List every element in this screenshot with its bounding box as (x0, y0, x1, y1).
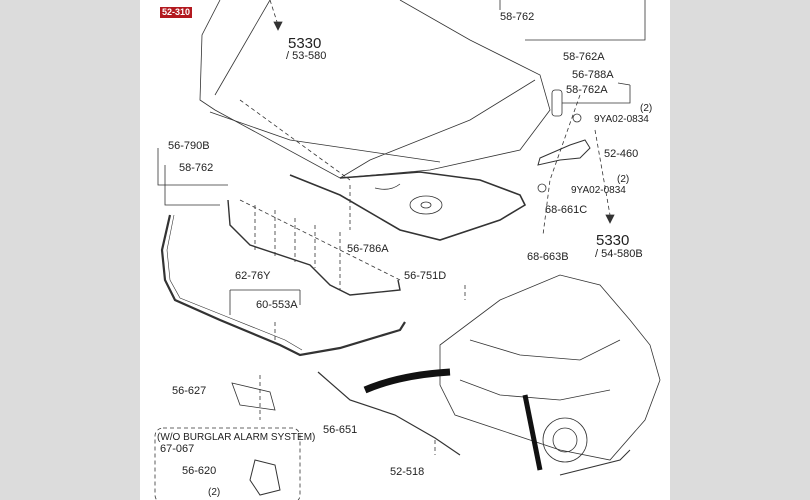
part-label[interactable]: 9YA02-0834 (594, 114, 649, 125)
hood-seal (289, 171, 527, 241)
part-label[interactable]: 56-751D (404, 270, 447, 282)
hood-assembly-drawing (154, 0, 661, 500)
part-label[interactable]: 67-067 (160, 443, 195, 455)
part-label[interactable]: 58-762A (563, 51, 605, 63)
part-label[interactable]: 56-620 (182, 465, 217, 477)
part-label[interactable]: 58-762 (179, 162, 214, 174)
part-label[interactable]: 56-627 (172, 385, 207, 397)
weatherstrip (160, 214, 406, 357)
part-label[interactable]: 52-518 (390, 466, 425, 478)
ref-label[interactable]: 5330 (288, 35, 322, 52)
hood-hinge (537, 139, 591, 166)
part-label[interactable]: 58-762 (500, 11, 535, 23)
part-label[interactable]: 9YA02-0834 (571, 185, 626, 196)
hood-boss (409, 195, 443, 215)
alarm-note: (W/O BURGLAR ALARM SYSTEM) (157, 432, 316, 443)
part-label[interactable]: 62-76Y (235, 270, 271, 282)
part-label[interactable]: 68-663B (527, 251, 569, 263)
part-label[interactable]: 56-651 (323, 424, 358, 436)
part-label[interactable]: 68-661C (545, 204, 588, 216)
part-label[interactable]: 52-460 (604, 148, 639, 160)
qty-label: (2) (640, 103, 653, 114)
part-label[interactable]: 60-553A (256, 299, 298, 311)
vehicle-outline (439, 274, 661, 461)
qty-label: (2) (617, 174, 630, 185)
main-part-label[interactable]: 52-310 (160, 7, 193, 18)
part-label[interactable]: 58-762A (566, 84, 608, 96)
part-label[interactable]: 56-788A (572, 69, 614, 81)
latch-cover (231, 382, 276, 411)
part-label[interactable]: 56-786A (347, 243, 389, 255)
hood-insulator (227, 199, 401, 296)
hood-latch (249, 459, 281, 496)
qty-label: (2) (208, 487, 221, 498)
bolt (572, 113, 582, 123)
bolt (537, 183, 547, 193)
ref-sub-label[interactable]: / 53-580 (286, 50, 327, 62)
alarm-box (154, 427, 301, 500)
part-label[interactable]: 56-790B (168, 140, 210, 152)
hood-panel (199, 0, 551, 179)
parts-diagram: 52-310 5330 / 53-580 58-762 58-762A 56-7… (140, 0, 670, 500)
ref-sub-label[interactable]: / 54-580B (595, 248, 643, 260)
release-cable (317, 371, 461, 456)
hinge-bracket (551, 89, 563, 117)
ref-label[interactable]: 5330 (596, 232, 630, 249)
